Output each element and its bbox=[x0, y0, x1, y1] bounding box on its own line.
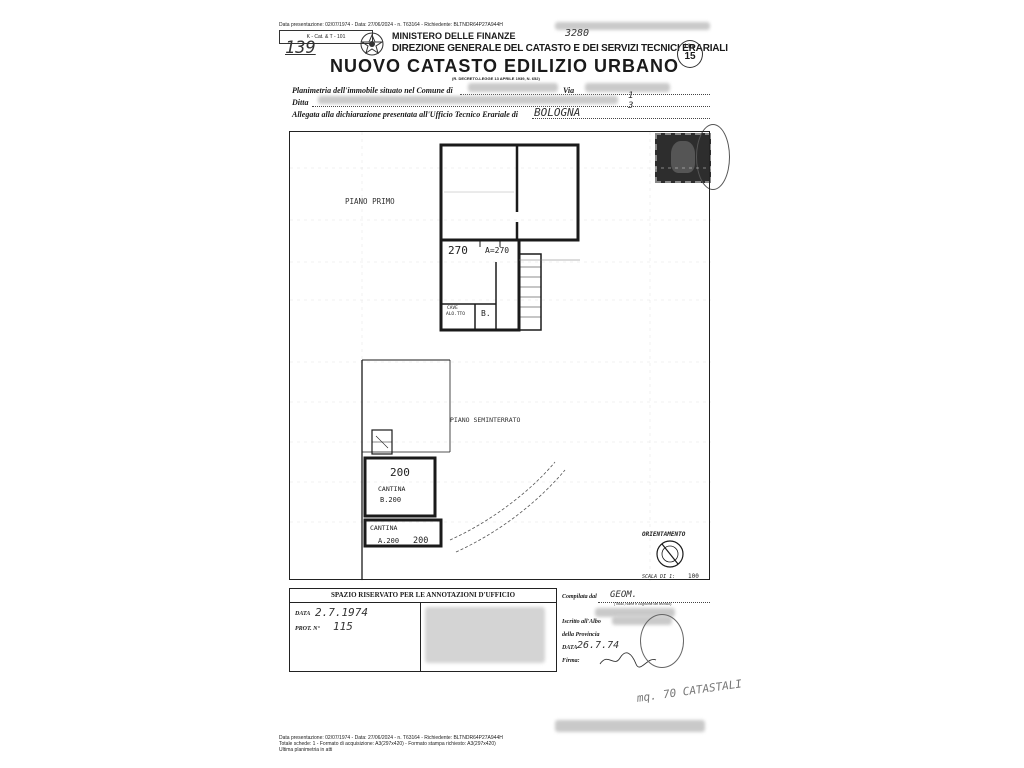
orientation-label: ORIENTAMENTO bbox=[642, 531, 686, 538]
closet-label-2: ALO.TTO bbox=[446, 311, 465, 317]
owner-label: Ditta bbox=[292, 98, 309, 107]
compiler-date-label: DATA bbox=[562, 645, 578, 651]
cancellation-mark bbox=[696, 124, 730, 190]
floor-plan-sheet: PIANO PRIMO 270 A=270 CAVE ALO.TTO B. PI… bbox=[289, 131, 711, 581]
top-metadata-line: Data presentazione: 02/07/1974 - Data: 2… bbox=[279, 22, 503, 28]
closet-b-label: B. bbox=[481, 309, 491, 318]
fraction-bottom: 3 bbox=[628, 101, 634, 111]
scale-label: SCALA DI 1: bbox=[642, 574, 675, 580]
redacted-area bbox=[468, 83, 558, 92]
handwritten-area-note: mq. 70 CATASTALI bbox=[636, 677, 743, 705]
registry-label: Iscritto all'Albo bbox=[562, 619, 601, 625]
footer-line-2: Totale schede: 1 - Formato di acquisizio… bbox=[279, 741, 496, 747]
compiler-title: GEOM. bbox=[610, 590, 638, 600]
footer-line-1: Data presentazione: 02/07/1974 - Data: 2… bbox=[279, 735, 503, 741]
office-date-value: 2.7.1974 bbox=[315, 606, 368, 619]
owner-line bbox=[312, 106, 710, 107]
compiler-subnote: (Titolo, nome e cognome del tecnico) bbox=[614, 602, 672, 606]
office-label: Allegata alla dichiarazione presentata a… bbox=[292, 110, 518, 119]
document-title: NUOVO CATASTO EDILIZIO URBANO bbox=[330, 56, 680, 76]
scale-value: 100 bbox=[688, 573, 699, 580]
decree-reference: (R. DECRETO-LEGGE 13 APRILE 1939, N. 652… bbox=[452, 76, 540, 81]
professional-seal bbox=[640, 614, 684, 668]
signature-label: Firma: bbox=[562, 658, 580, 664]
state-emblem-icon bbox=[358, 30, 386, 58]
office-protocol-value: 115 bbox=[333, 620, 353, 633]
redacted-area bbox=[318, 96, 618, 104]
floor-plan-drawing: PIANO PRIMO 270 A=270 CAVE ALO.TTO B. PI… bbox=[290, 132, 711, 581]
plan-code-200-bottom: 200 bbox=[413, 536, 428, 546]
office-box-divider bbox=[420, 603, 421, 671]
fee-value: 15 bbox=[684, 51, 696, 62]
floor-first-label: PIANO PRIMO bbox=[345, 197, 395, 206]
office-line bbox=[532, 118, 710, 119]
plan-code-a200: A.200 bbox=[378, 537, 399, 545]
redacted-area bbox=[585, 83, 670, 92]
compiler-label: Compilata dal bbox=[562, 594, 597, 600]
footer-line-3: Ultima planimetria in atti bbox=[279, 747, 333, 753]
cantina-1-label: CANTINA bbox=[378, 485, 405, 493]
annotation-number: 3280 bbox=[565, 28, 590, 39]
cantina-2-label: CANTINA bbox=[370, 524, 397, 532]
fee-label: Lire bbox=[684, 44, 696, 50]
stamp-portrait-icon bbox=[671, 141, 695, 173]
compiler-date-value: 26.7.74 bbox=[577, 640, 620, 651]
plan-code-a270: A=270 bbox=[485, 246, 509, 255]
compiler-line bbox=[598, 602, 710, 603]
office-city: BOLOGNA bbox=[534, 106, 581, 119]
revenue-stamp bbox=[655, 133, 711, 183]
directorate-name: DIREZIONE GENERALE DEL CATASTO E DEI SER… bbox=[392, 43, 728, 54]
sheet-number: 139 bbox=[285, 38, 316, 58]
plan-code-b200: B.200 bbox=[380, 496, 401, 504]
province-label: della Provincia bbox=[562, 632, 600, 638]
plan-code-200-top: 200 bbox=[390, 466, 410, 479]
office-date-label: DATA bbox=[295, 611, 311, 617]
redacted-area bbox=[555, 22, 710, 30]
redacted-area bbox=[555, 720, 705, 732]
closet-label: CAVE bbox=[447, 305, 458, 311]
ministry-name: MINISTERO DELLE FINANZE bbox=[392, 31, 516, 41]
fraction-top: 1 bbox=[628, 91, 634, 101]
location-line bbox=[460, 94, 710, 95]
plan-code-270: 270 bbox=[448, 244, 468, 257]
redacted-area bbox=[612, 616, 672, 625]
signature-scribble bbox=[598, 650, 658, 670]
location-label: Planimetria dell'immobile situato nel Co… bbox=[292, 86, 453, 95]
via-label: Via bbox=[563, 86, 575, 95]
floor-basement-label: PIANO SEMINTERRATO bbox=[450, 416, 521, 424]
redacted-area bbox=[595, 608, 675, 617]
redacted-area bbox=[425, 607, 545, 663]
office-box-title: SPAZIO RISERVATO PER LE ANNOTAZIONI D'UF… bbox=[290, 589, 556, 603]
fee-badge: Lire 15 bbox=[677, 40, 703, 68]
office-protocol-label: PROT. N° bbox=[295, 626, 320, 632]
office-annotations-box: SPAZIO RISERVATO PER LE ANNOTAZIONI D'UF… bbox=[289, 588, 557, 672]
